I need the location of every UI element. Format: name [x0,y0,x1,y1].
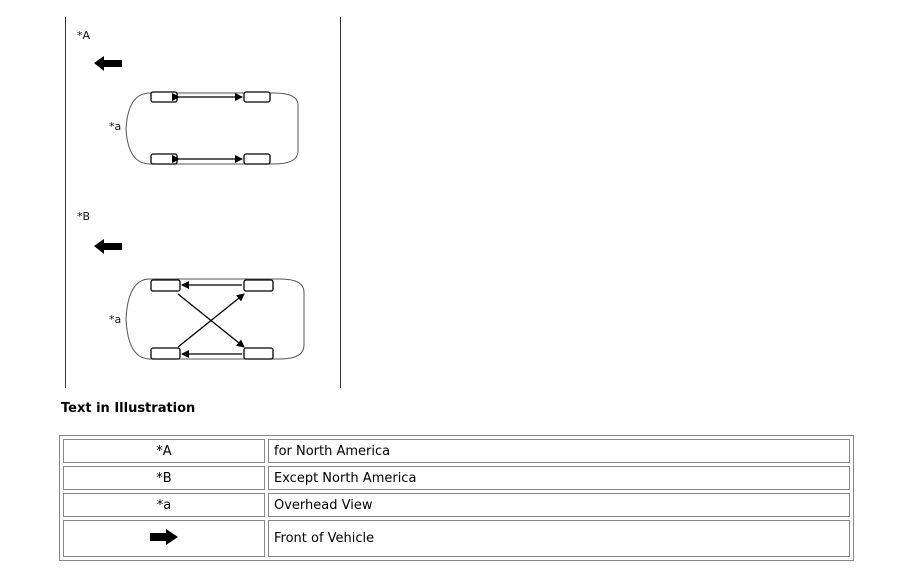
legend-text: Except North America [268,466,850,490]
front-arrow-icon [94,56,122,71]
label-overhead-a: *a [109,120,121,133]
tire-front-left-a [150,91,178,103]
front-arrow-icon [94,239,122,254]
legend-text: for North America [268,439,850,463]
tire-rotation-diagram: *A *a *B *a [77,29,305,360]
label-overhead-b: *a [109,313,121,326]
tire-rear-left-b [243,279,274,292]
tire-rear-left-a [243,91,271,103]
table-row: *A for North America [63,439,850,463]
car-outline-b [125,278,305,360]
legend-code: *a [63,493,265,517]
tire-front-left-b [150,279,181,292]
tire-front-right-b [150,347,181,360]
tire-rear-right-b [243,347,274,360]
table-row: Front of Vehicle [63,520,850,557]
section-title: Text in Illustration [61,401,196,416]
legend-code: *B [63,466,265,490]
illustration: *A *a *B *a [65,17,341,388]
legend-text: Front of Vehicle [268,520,850,557]
legend-code: *A [63,439,265,463]
right-arrow-icon [150,528,178,545]
label-b: *B [77,210,90,223]
tire-front-right-a [150,153,178,165]
rotation-arrow-cross-2-b [177,293,245,348]
table-row: *a Overhead View [63,493,850,517]
legend-code [63,520,265,557]
label-a: *A [77,29,91,42]
legend-text: Overhead View [268,493,850,517]
car-outline-a [125,92,299,165]
tire-rear-right-a [243,153,271,165]
table-row: *B Except North America [63,466,850,490]
legend-table: *A for North America *B Except North Ame… [59,435,854,561]
